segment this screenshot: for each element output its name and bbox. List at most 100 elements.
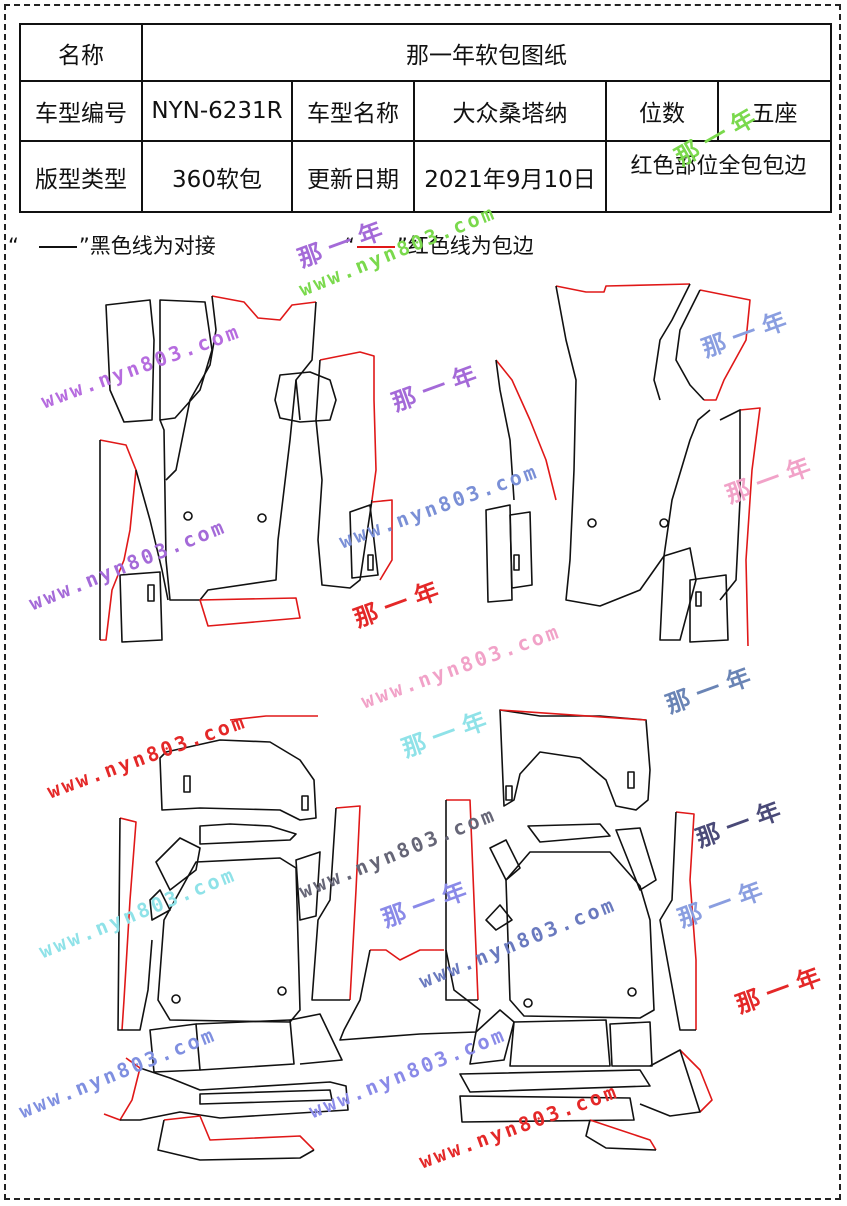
pattern-piece [485,904,513,931]
slot-hole [367,554,374,571]
slot-hole [513,554,520,571]
pattern-piece [689,574,729,643]
pattern-piece [719,409,741,601]
pattern-piece [155,837,201,891]
name-label: 名称 [19,23,143,82]
pattern-piece [119,571,163,643]
black-line-sample [38,246,77,248]
pattern-piece [639,1049,701,1117]
pattern-piece [675,289,705,401]
pattern-piece [120,1067,349,1121]
pattern-piece [495,359,515,501]
pattern-piece [165,295,217,481]
slot-hole [505,785,513,801]
pattern-piece [489,839,521,881]
pattern-piece [211,295,317,321]
legend-red-line: “”红色线为包边 [344,230,534,260]
bolt-hole [587,518,597,528]
pattern-piece [495,359,557,501]
pattern-piece [319,351,377,501]
pattern-piece [615,827,657,891]
update-date-value: 2021年9月10日 [413,140,607,213]
pattern-piece [295,379,301,421]
pattern-piece [295,851,321,921]
pattern-piece [157,1119,315,1161]
pattern-piece [311,807,350,1001]
pattern-piece [195,1019,295,1071]
pattern-piece [103,1057,141,1121]
bolt-hole [171,994,181,1004]
pattern-piece [157,857,301,1023]
pattern-piece [159,299,213,421]
slot-hole [695,591,702,607]
pattern-piece [589,1119,657,1151]
bolt-hole [627,987,637,997]
red-line-sample [356,246,395,248]
pattern-piece [459,1095,635,1123]
pattern-piece [135,469,169,601]
pattern-piece [459,1069,651,1093]
pattern-piece [659,547,697,641]
update-date-label: 更新日期 [291,140,415,213]
legend-black-quote: “ [8,234,19,258]
pattern-piece [499,709,651,811]
pattern-piece [739,407,761,647]
pattern-piece [585,1119,657,1151]
pattern-piece [117,817,153,1031]
info-table: 名称 那一年软包图纸 车型编号 NYN-6231R 车型名称 大众桑塔纳 位数 … [19,23,833,213]
pattern-piece [289,1013,343,1065]
seats-value: 五座 [716,80,833,142]
legend-black-line: “”黑色线为对接 [8,230,216,260]
pattern-piece [469,1009,515,1065]
seats-label: 位数 [605,80,719,142]
pattern-type-label: 版型类型 [19,140,143,213]
bolt-hole [277,986,287,996]
pattern-piece [199,1089,333,1105]
slot-hole [183,775,191,793]
pattern-piece [509,511,533,589]
model-name-value: 大众桑塔纳 [413,80,607,142]
name-value: 那一年软包图纸 [140,23,833,82]
note-cell: 红色部位全包包边 [604,140,833,213]
front-left-pieces [99,295,393,643]
model-code-label: 车型编号 [19,80,143,142]
bolt-hole [659,518,669,528]
pattern-piece [509,1019,611,1067]
slot-hole [147,584,155,602]
pattern-piece [659,811,696,1031]
bolt-hole [183,511,193,521]
pattern-piece [679,1049,713,1113]
pattern-piece [527,823,611,843]
pattern-piece [653,283,691,401]
model-name-label: 车型名称 [291,80,415,142]
pattern-piece [315,359,373,589]
pattern-piece [499,709,647,721]
pattern-piece [99,439,137,641]
pattern-type-value: 360软包 [141,140,293,213]
pattern-piece [105,299,155,423]
pattern-piece [119,817,137,1031]
pattern-piece [699,289,751,401]
slot-hole [627,771,635,789]
pattern-piece [199,823,297,845]
pattern-piece [555,283,691,293]
slot-hole [301,795,309,811]
pattern-piece [675,811,697,1030]
pattern-piece [505,851,655,1019]
pattern-piece [446,799,479,1001]
pattern-piece [149,1023,201,1073]
pattern-piece [199,597,301,627]
rear-left-pieces [103,715,481,1161]
pattern-piece [339,949,481,1041]
pattern-piece [370,949,444,961]
pattern-piece [163,1115,315,1151]
pattern-piece [335,805,361,1001]
pattern-piece [445,800,478,1001]
pattern-piece [555,285,711,607]
pattern-piece [274,371,337,423]
bolt-hole [523,998,533,1008]
legend-red-quote: “ [344,234,355,258]
pattern-piece [349,504,379,579]
